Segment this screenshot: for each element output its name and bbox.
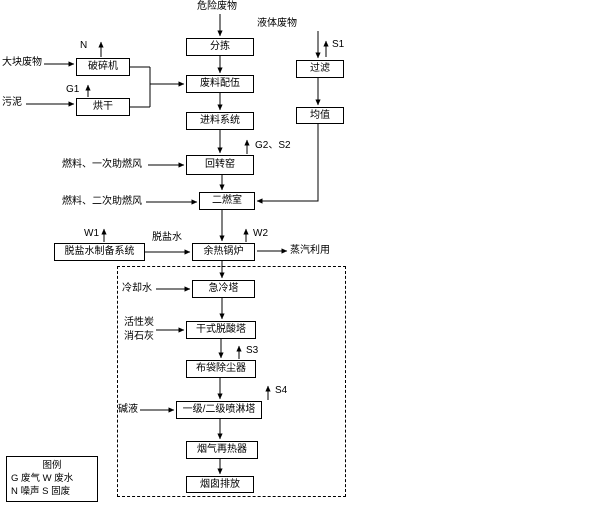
node-waste-heat-boiler: 余热锅炉: [192, 243, 255, 261]
node-bag-filter: 布袋除尘器: [186, 360, 256, 378]
node-spray-tower: 一级/二级喷淋塔: [176, 401, 262, 419]
node-filtration: 过滤: [296, 60, 344, 78]
label-steam-use: 蒸汽利用: [290, 245, 330, 256]
emission-label-s4: S4: [275, 385, 288, 396]
node-secondary-chamber: 二燃室: [199, 192, 255, 210]
label-cooling-water: 冷却水: [122, 283, 152, 294]
node-demin-water-system: 脱盐水制备系统: [54, 243, 145, 261]
label-liquid-waste: 液体废物: [257, 18, 297, 29]
node-crusher: 破碎机: [76, 58, 130, 76]
node-waste-blending: 废料配伍: [186, 75, 254, 93]
label-alkali-solution: 碱液: [118, 404, 138, 415]
label-demin-water: 脱盐水: [152, 232, 182, 243]
node-quench-tower: 急冷塔: [192, 280, 255, 298]
emission-label-g2s2: G2、S2: [255, 140, 291, 151]
node-rotary-kiln: 回转窑: [186, 155, 254, 175]
legend-line-ns: N 噪声 S 固废: [11, 486, 71, 497]
flue-gas-treatment-boundary: [117, 266, 346, 497]
label-bulky-waste: 大块废物: [2, 57, 42, 68]
node-equalization: 均值: [296, 107, 344, 124]
node-dryer: 烘干: [76, 98, 130, 116]
node-dry-deacid-tower: 干式脱酸塔: [186, 321, 256, 339]
emission-label-n: N: [80, 40, 88, 51]
emission-label-s3: S3: [246, 345, 259, 356]
label-fuel-primary-air: 燃料、一次助燃风: [62, 159, 142, 170]
label-slaked-lime: 消石灰: [124, 331, 154, 342]
node-flue-gas-reheater: 烟气再热器: [186, 441, 258, 459]
emission-label-s1: S1: [332, 39, 345, 50]
node-stack-discharge: 烟囱排放: [186, 476, 254, 493]
node-feeding-system: 进料系统: [186, 112, 254, 130]
emission-label-g1: G1: [66, 84, 80, 95]
legend-line-gw: G 废气 W 废水: [11, 473, 74, 484]
node-sorting: 分拣: [186, 38, 254, 56]
label-sludge: 污泥: [2, 97, 22, 108]
emission-label-w1: W1: [84, 228, 99, 239]
legend-title: 图例: [42, 460, 62, 471]
label-activated-carbon: 活性炭: [124, 317, 154, 328]
label-fuel-secondary-air: 燃料、二次助燃风: [62, 196, 142, 207]
emission-label-w2: W2: [253, 228, 268, 239]
label-hazardous-waste: 危险废物: [197, 1, 237, 12]
flow-arrow: [256, 124, 319, 204]
legend-box: 图例 G 废气 W 废水 N 噪声 S 固废: [6, 456, 98, 502]
